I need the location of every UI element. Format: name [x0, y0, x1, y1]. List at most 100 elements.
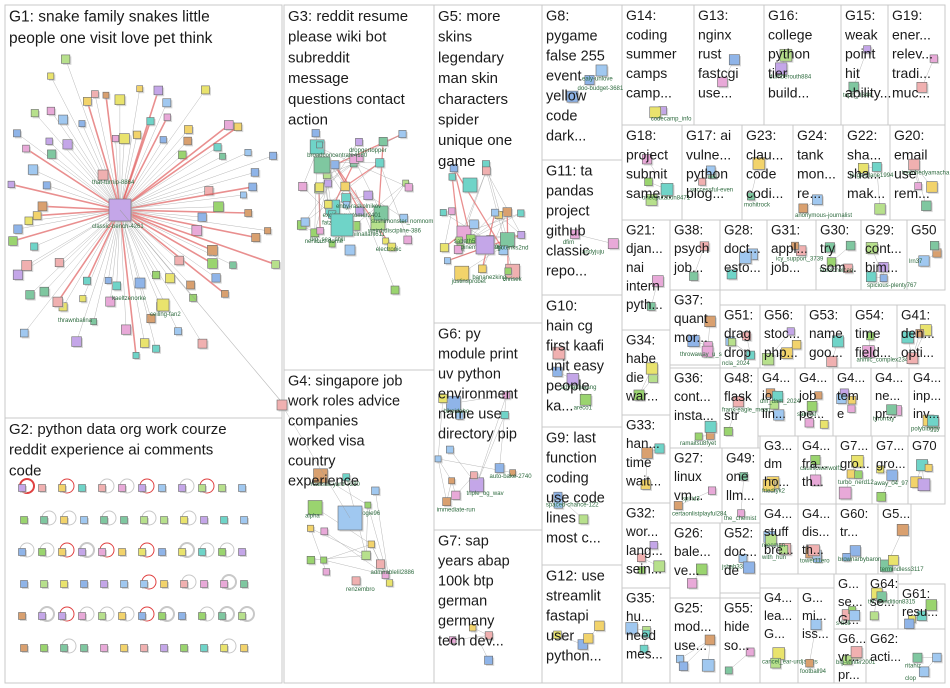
user-node[interactable]	[364, 501, 372, 509]
user-node[interactable]	[739, 251, 752, 264]
user-node[interactable]	[775, 62, 788, 75]
user-node[interactable]	[846, 469, 856, 479]
user-node[interactable]	[912, 652, 923, 663]
user-node[interactable]	[637, 553, 646, 562]
user-node[interactable]	[40, 516, 48, 524]
user-node[interactable]	[772, 647, 785, 660]
user-node[interactable]	[707, 486, 717, 495]
user-node[interactable]	[153, 85, 163, 96]
user-node[interactable]	[742, 331, 752, 341]
user-node[interactable]	[61, 54, 71, 64]
user-node[interactable]	[25, 290, 35, 300]
user-node[interactable]	[19, 328, 29, 338]
user-node[interactable]	[723, 426, 733, 436]
user-node[interactable]	[517, 209, 525, 217]
user-node[interactable]	[22, 144, 30, 153]
user-node[interactable]	[509, 469, 516, 476]
user-node[interactable]	[739, 472, 749, 481]
user-node[interactable]	[158, 612, 166, 620]
user-node[interactable]	[914, 182, 922, 190]
user-node[interactable]	[269, 151, 278, 160]
user-node[interactable]	[660, 183, 674, 196]
user-node[interactable]	[12, 269, 24, 280]
user-node[interactable]	[498, 245, 509, 255]
user-node[interactable]	[652, 275, 664, 287]
user-node[interactable]	[91, 90, 99, 98]
user-node[interactable]	[385, 579, 394, 587]
user-node[interactable]	[921, 200, 932, 211]
user-node[interactable]	[842, 553, 851, 562]
user-node[interactable]	[213, 201, 224, 212]
user-node[interactable]	[307, 500, 323, 515]
user-node[interactable]	[13, 224, 23, 234]
user-node[interactable]	[160, 516, 168, 524]
user-node[interactable]	[189, 293, 197, 302]
user-node[interactable]	[607, 238, 619, 250]
user-node[interactable]	[118, 484, 126, 492]
user-node[interactable]	[83, 276, 91, 285]
user-node[interactable]	[240, 580, 248, 588]
user-node[interactable]	[752, 157, 766, 170]
user-node[interactable]	[83, 97, 92, 106]
user-node[interactable]	[810, 455, 821, 465]
user-node[interactable]	[851, 455, 864, 468]
user-node[interactable]	[390, 285, 400, 295]
user-node[interactable]	[915, 329, 924, 338]
user-node[interactable]	[869, 611, 879, 621]
user-node[interactable]	[248, 182, 257, 192]
user-node[interactable]	[361, 550, 371, 560]
user-node[interactable]	[475, 235, 495, 255]
user-node[interactable]	[866, 271, 877, 283]
user-node[interactable]	[324, 179, 332, 188]
user-node[interactable]	[138, 484, 146, 492]
user-node[interactable]	[871, 162, 882, 172]
user-node[interactable]	[398, 130, 407, 138]
user-node[interactable]	[745, 647, 755, 657]
user-node[interactable]	[808, 544, 820, 557]
user-node[interactable]	[98, 548, 106, 556]
user-node[interactable]	[724, 666, 733, 675]
user-node[interactable]	[219, 152, 226, 160]
user-node[interactable]	[191, 225, 203, 236]
user-node[interactable]	[80, 644, 88, 652]
user-node[interactable]	[58, 612, 66, 620]
user-node[interactable]	[929, 54, 938, 63]
user-node[interactable]	[584, 75, 595, 85]
user-node[interactable]	[446, 445, 454, 454]
user-node[interactable]	[146, 314, 156, 323]
user-node[interactable]	[699, 241, 710, 251]
user-node[interactable]	[238, 484, 246, 492]
user-node[interactable]	[46, 106, 55, 116]
user-node[interactable]	[240, 516, 248, 524]
user-node[interactable]	[469, 624, 477, 632]
user-node[interactable]	[687, 578, 698, 589]
user-node[interactable]	[112, 135, 119, 143]
user-node[interactable]	[140, 516, 148, 524]
user-node[interactable]	[60, 644, 68, 652]
user-node[interactable]	[58, 114, 68, 125]
user-node[interactable]	[570, 229, 580, 239]
user-node[interactable]	[738, 554, 748, 563]
user-node[interactable]	[136, 85, 144, 93]
user-node[interactable]	[482, 166, 491, 176]
user-node[interactable]	[778, 545, 789, 555]
user-node[interactable]	[218, 484, 226, 492]
user-node[interactable]	[701, 345, 714, 358]
user-node[interactable]	[316, 141, 323, 149]
user-node[interactable]	[455, 236, 463, 244]
user-node[interactable]	[375, 158, 385, 168]
user-node[interactable]	[156, 298, 170, 312]
user-node[interactable]	[120, 644, 128, 652]
user-node[interactable]	[449, 636, 457, 644]
user-node[interactable]	[344, 244, 356, 256]
user-node[interactable]	[138, 612, 146, 620]
user-node[interactable]	[105, 296, 116, 307]
user-node[interactable]	[207, 258, 218, 269]
user-node[interactable]	[174, 327, 182, 336]
user-node[interactable]	[298, 181, 308, 191]
user-node[interactable]	[79, 295, 87, 303]
user-node[interactable]	[98, 484, 106, 492]
user-node[interactable]	[747, 192, 755, 201]
user-node[interactable]	[90, 318, 97, 325]
user-node[interactable]	[250, 168, 260, 177]
